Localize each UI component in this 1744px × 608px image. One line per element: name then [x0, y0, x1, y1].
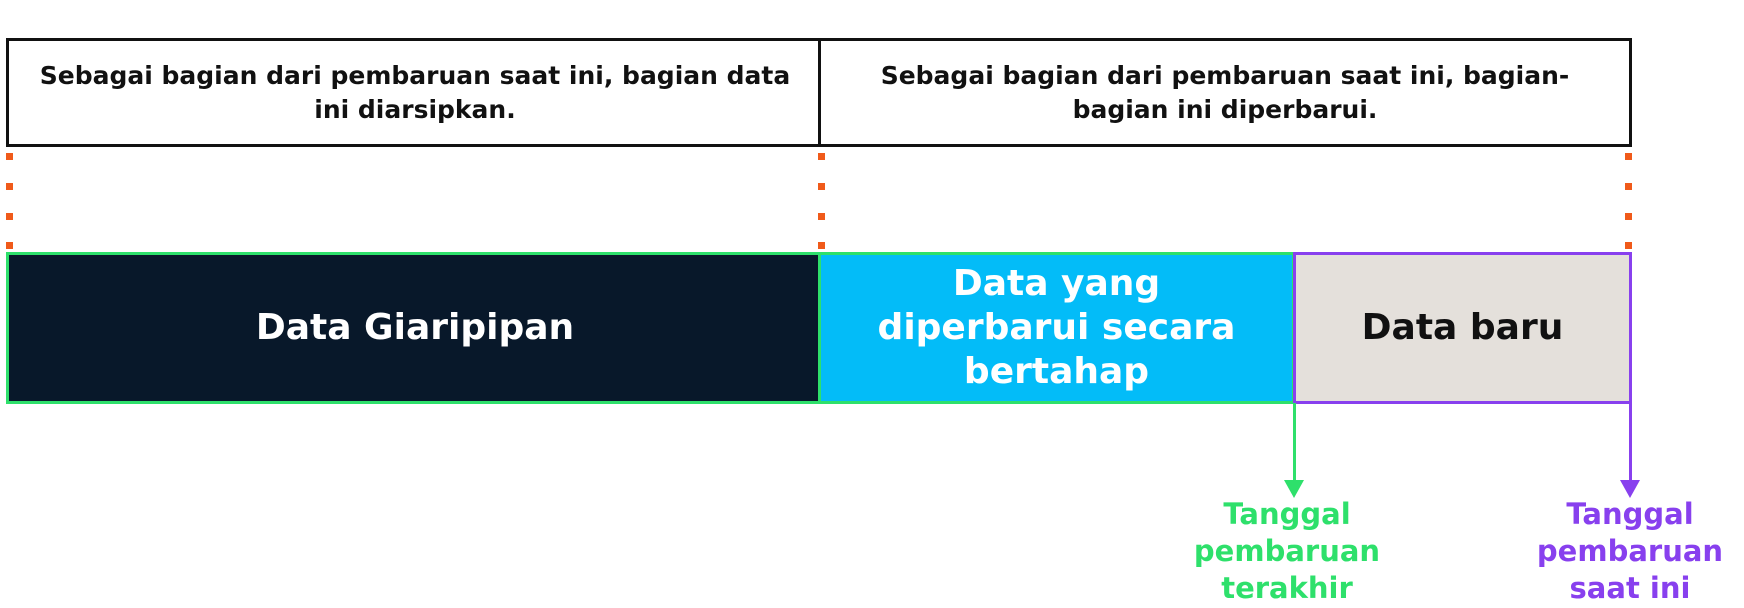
new-data-label: Data baru	[1361, 307, 1564, 348]
last-update-arrow-line	[1293, 403, 1296, 483]
incremental-data-segment: Data yang diperbarui secara bertahap	[818, 252, 1295, 404]
dotted-guide-left	[6, 150, 13, 250]
incremental-data-label: Data yang diperbarui secara bertahap	[877, 263, 1236, 392]
archived-note-box: Sebagai bagian dari pembaruan saat ini, …	[6, 38, 824, 147]
current-update-arrow-line	[1629, 403, 1632, 483]
archived-data-label: Data Giaripipan	[255, 307, 575, 348]
current-update-arrow-icon	[1620, 480, 1640, 498]
dotted-guide-middle	[818, 150, 825, 250]
archived-data-segment: Data Giaripipan	[6, 252, 821, 404]
updated-note-text: Sebagai bagian dari pembaruan saat ini, …	[880, 60, 1570, 124]
last-update-date-label: Tanggal pembaruan terakhir	[1193, 497, 1381, 605]
dotted-guide-right	[1625, 150, 1632, 250]
new-data-segment: Data baru	[1293, 252, 1632, 404]
current-update-date-label: Tanggal pembaruan saat ini	[1536, 497, 1724, 605]
updated-note-box: Sebagai bagian dari pembaruan saat ini, …	[818, 38, 1632, 147]
archived-note-text: Sebagai bagian dari pembaruan saat ini, …	[39, 60, 791, 124]
last-update-arrow-icon	[1284, 480, 1304, 498]
